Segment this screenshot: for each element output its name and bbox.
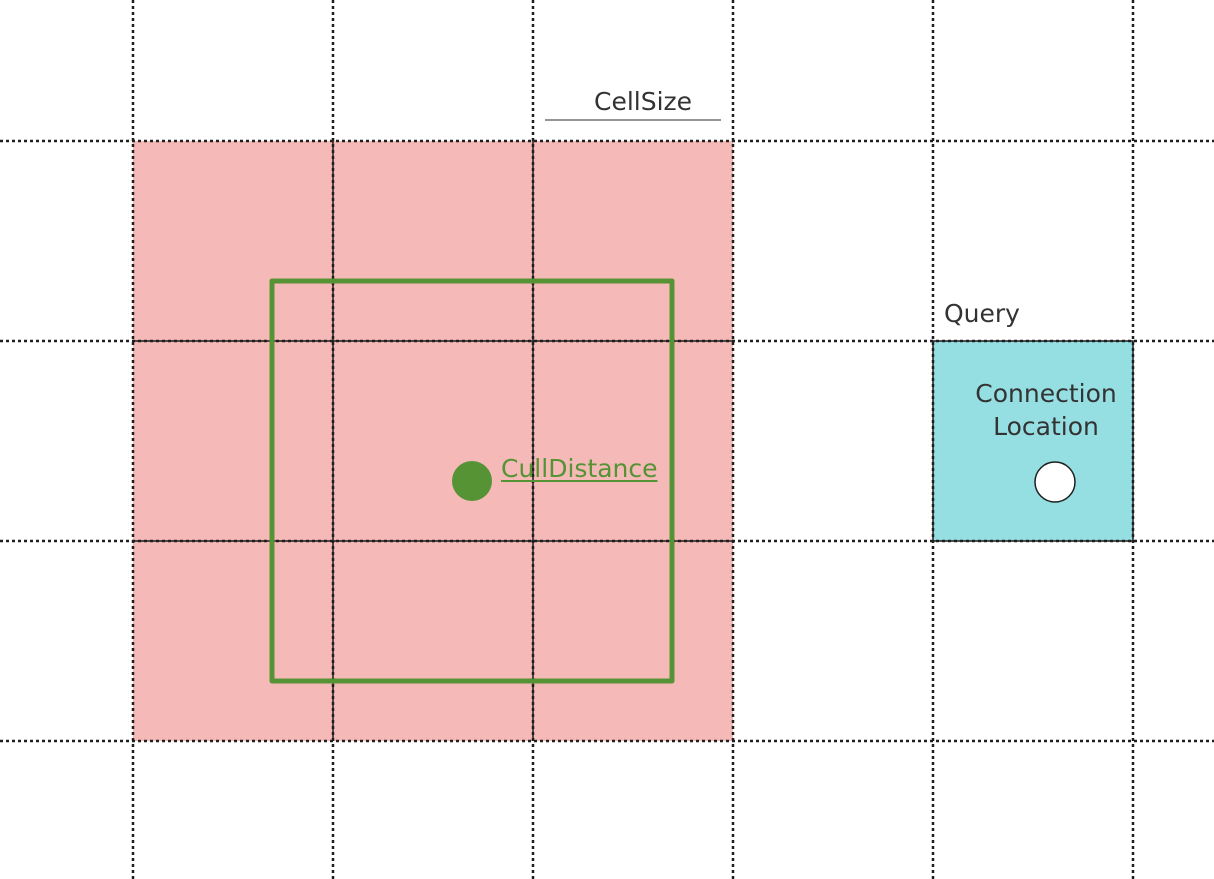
cull-region-cell-borders	[133, 141, 733, 741]
query-cell	[933, 341, 1133, 541]
query-cell-border	[932, 340, 1134, 542]
connection-location-dot	[1034, 461, 1076, 503]
actor-location-dot	[452, 461, 492, 501]
cull-distance-label: CullDistance	[501, 454, 658, 483]
cull-region	[133, 141, 733, 741]
query-label: Query	[944, 299, 1020, 328]
cull-distance-square	[269, 278, 675, 684]
connection-location-label: Connection Location	[975, 379, 1117, 441]
cell-size-label: CellSize	[594, 87, 693, 116]
